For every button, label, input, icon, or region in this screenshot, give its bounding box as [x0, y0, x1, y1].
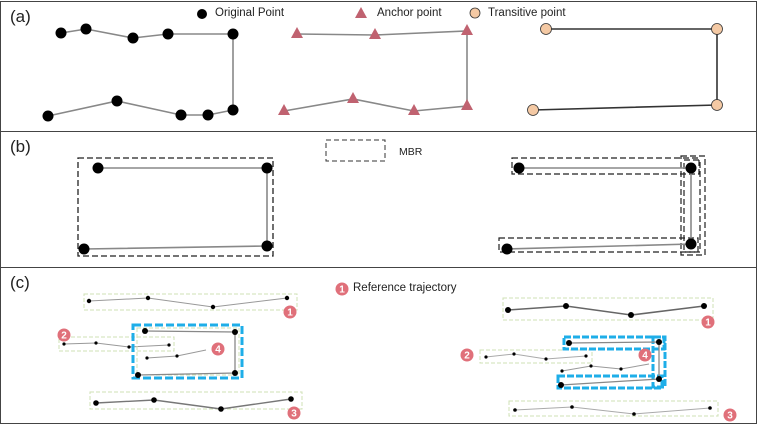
legend-anchor-point-icon: [355, 7, 367, 18]
anchor-point: [408, 104, 420, 115]
panel-b-drawing: [77, 139, 706, 257]
panel-a-label: (a): [10, 7, 31, 26]
original-point: [227, 104, 239, 116]
mbr-box: [498, 237, 699, 253]
original-point: [80, 23, 92, 35]
badge-number-3: 3: [291, 409, 297, 420]
legend-mbr-icon: [325, 139, 386, 162]
transitive-point: [92, 162, 104, 174]
legend-reference-badge-icon: [335, 282, 349, 296]
legend-mbr-label: MBR: [399, 146, 423, 158]
right-group: [460, 297, 737, 422]
trajectory-badge-2: [57, 328, 71, 342]
transitive-point: [711, 99, 723, 111]
transitive-point: [513, 162, 525, 174]
original-point: [42, 110, 54, 122]
legend-reference-label: Reference trajectory: [353, 282, 457, 294]
trajectory-badge-3: [723, 408, 737, 422]
original-point: [127, 32, 139, 44]
transitive-point: [527, 104, 539, 116]
transitive-point: [685, 238, 697, 250]
anchor-point: [291, 27, 303, 38]
legend-original-label: Original Point: [215, 7, 285, 19]
mbr-box: [511, 157, 700, 175]
anchor-point: [461, 99, 473, 110]
original-point: [162, 28, 174, 40]
trajectory-badge-4: [638, 348, 652, 362]
trajectory-badge-3: [287, 406, 301, 420]
trajectory-badge-2: [460, 348, 474, 362]
transitive-point: [711, 23, 723, 35]
original-point: [227, 28, 239, 40]
panel-a-drawing: [42, 7, 723, 122]
left-group: [57, 293, 303, 420]
mbr-box: [680, 155, 706, 256]
transitive-point: [501, 243, 513, 255]
badge-number-2: 2: [464, 351, 470, 362]
panel-b-label: (b): [10, 137, 31, 156]
original-point: [111, 95, 123, 107]
original-point: [55, 27, 67, 39]
panel-c-label: (c): [10, 273, 30, 292]
anchor-point: [278, 104, 290, 115]
panel-b: (b) MBR: [0, 131, 757, 268]
panel-c: (c): [0, 267, 757, 424]
legend-original-point-icon: [197, 9, 207, 19]
badge-number-1: 1: [287, 308, 293, 319]
highlight-mbr: [131, 323, 244, 380]
original-point: [175, 109, 187, 121]
trajectory-badge-1: [701, 315, 715, 329]
mbr-single: [77, 157, 274, 257]
anchor-point: [369, 28, 381, 39]
transitive-point: [685, 162, 697, 174]
mbr-box: [77, 157, 274, 257]
original-trajectory: [42, 23, 239, 122]
transitive-point: [261, 162, 273, 174]
highlight-mbr: [556, 374, 664, 390]
badge-number-4: 4: [215, 345, 221, 356]
trajectory-badge-4: [211, 342, 225, 356]
panel-c-drawing: 1 1 2 4 3 1 2 4 3: [57, 282, 737, 422]
transitive-trajectory: [527, 23, 723, 116]
transitive-point: [78, 243, 90, 255]
badge-number-4: 4: [642, 351, 648, 362]
legend-transitive-point-icon: [469, 7, 481, 19]
legend-reference-badge-number: 1: [339, 285, 345, 296]
transitive-point: [540, 23, 552, 35]
badge-number-2: 2: [61, 331, 67, 342]
badge-number-1: 1: [705, 318, 711, 329]
transitive-point: [261, 240, 273, 252]
anchor-trajectory: [278, 24, 473, 115]
anchor-point: [461, 24, 473, 35]
original-point: [202, 109, 214, 121]
badge-number-3: 3: [727, 411, 733, 422]
mbr-segmented: [498, 155, 706, 256]
panel-a: (a): [0, 1, 757, 132]
legend-transitive-label: Transitive point: [488, 7, 566, 19]
legend-anchor-label: Anchor point: [377, 7, 442, 19]
anchor-point: [347, 92, 359, 103]
trajectory-badge-1: [283, 305, 297, 319]
